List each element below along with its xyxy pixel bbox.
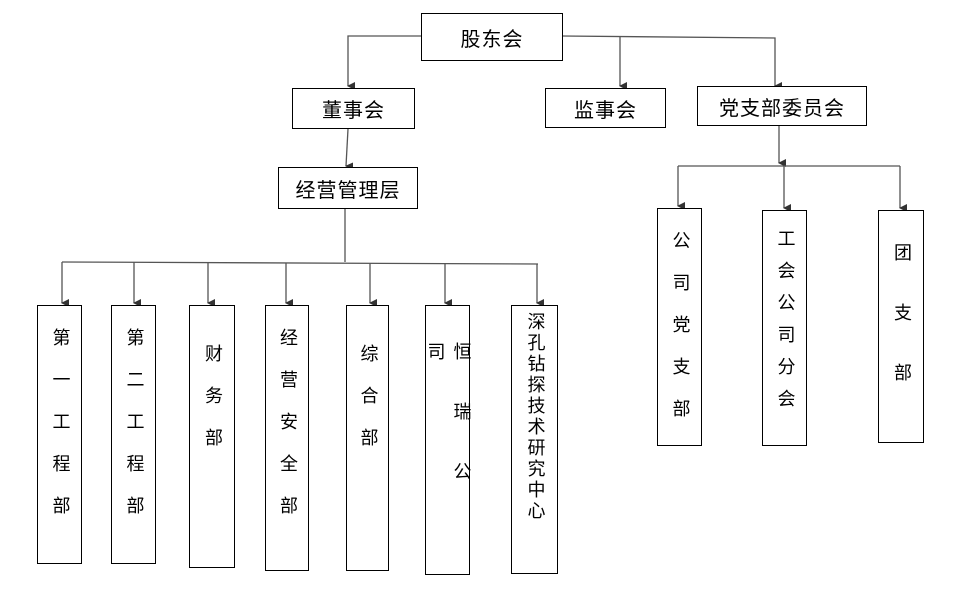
node-dept-1: 第一工程部: [37, 305, 82, 564]
node-union: 工会公司分会: [762, 210, 807, 446]
node-party-branch: 公司党支部: [657, 208, 702, 446]
node-label: 党支部委员会: [719, 95, 845, 120]
node-label: 团支部: [891, 243, 912, 423]
node-management: 经营管理层: [278, 167, 418, 209]
node-label: 第二工程部: [123, 328, 145, 538]
node-safety: 经营安全部: [265, 305, 309, 571]
node-supervisors: 监事会: [545, 88, 666, 128]
node-label: 经营安全部: [277, 328, 298, 538]
node-label: 股东会: [460, 26, 524, 51]
node-general: 综合部: [346, 305, 389, 571]
node-label: 恒瑞公司: [424, 342, 472, 522]
node-label: 深孔钻探技术研究中心: [524, 312, 546, 522]
node-label: 工会公司分会: [774, 229, 796, 421]
node-label: 经营管理层: [295, 177, 401, 202]
node-label: 董事会: [322, 98, 385, 122]
node-label: 第一工程部: [49, 328, 71, 538]
node-label: 公司党支部: [669, 231, 691, 441]
node-youth: 团支部: [878, 210, 924, 443]
node-label: 财务部: [202, 344, 223, 470]
node-label: 监事会: [574, 97, 637, 122]
node-board: 董事会: [292, 88, 415, 129]
node-research: 深孔钻探技术研究中心: [511, 305, 558, 574]
node-shareholders: 股东会: [421, 13, 563, 61]
node-label: 综合部: [357, 344, 379, 470]
node-dept-2: 第二工程部: [111, 305, 156, 564]
node-finance: 财务部: [189, 305, 235, 568]
node-party-committee: 党支部委员会: [697, 86, 867, 126]
node-hengrui: 恒瑞公司: [425, 305, 472, 575]
